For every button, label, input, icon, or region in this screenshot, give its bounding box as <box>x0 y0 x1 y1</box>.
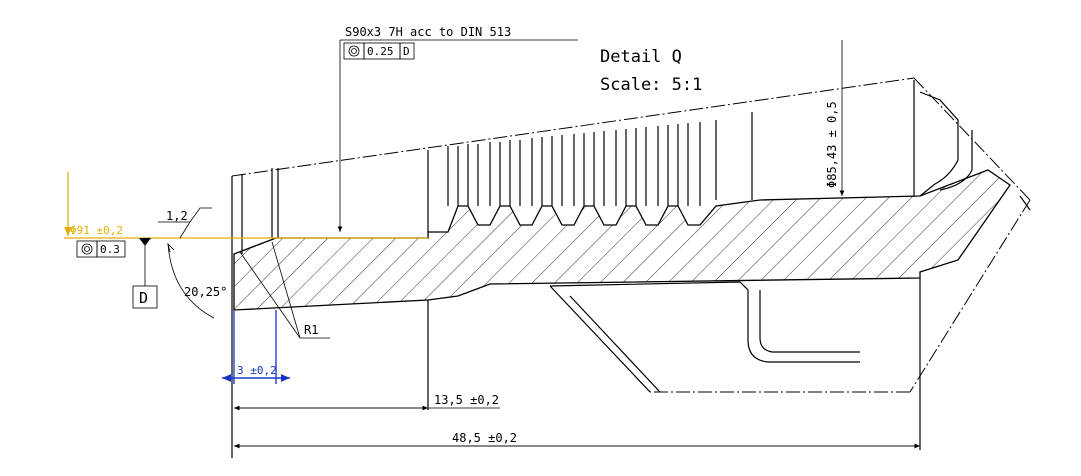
datum-triangle-icon <box>139 238 151 246</box>
mid-dimension: 13,5 ±0,2 <box>234 393 500 411</box>
surface-symbol: 1,2 <box>158 207 212 239</box>
left-diameter-dimension: Φ91 ±0,2 0.3 <box>64 172 428 258</box>
angle-dimension: 20,25° <box>167 242 227 319</box>
angle-label: 20,25° <box>184 285 227 299</box>
concentricity-icon <box>348 45 360 57</box>
radius-callout: R1 <box>239 241 330 339</box>
thread-callout: S90x3 7H acc to DIN 513 0.25 D <box>337 25 578 232</box>
hatched-section <box>233 169 1011 311</box>
total-dimension: 48,5 ±0,2 <box>234 431 920 449</box>
datum-d: D <box>132 238 158 309</box>
concentricity-icon <box>81 243 93 255</box>
surface-value: 1,2 <box>166 209 188 223</box>
datum-label: D <box>139 289 148 307</box>
thread-datum: D <box>403 45 410 58</box>
inner-bore <box>549 281 860 393</box>
left-end <box>231 168 921 458</box>
thread-tolerance: 0.25 <box>367 45 394 58</box>
mid-dimension-label: 13,5 ±0,2 <box>434 393 499 407</box>
thread-teeth <box>427 80 915 232</box>
total-dimension-label: 48,5 ±0,2 <box>452 431 517 445</box>
detail-scale: Scale: 5:1 <box>600 75 702 95</box>
right-contour <box>919 91 1031 211</box>
radius-label: R1 <box>304 323 318 337</box>
outer-diameter-label: Φ85,43 ± 0,5 <box>825 101 839 188</box>
left-tolerance: 0.3 <box>100 243 120 256</box>
detail-title: Detail Q <box>600 47 682 67</box>
small-dimension: 3 ±0,2 <box>222 310 290 384</box>
thread-spec: S90x3 7H acc to DIN 513 <box>345 25 511 39</box>
small-dimension-label: 3 ±0,2 <box>237 364 277 377</box>
left-diameter-label: Φ91 ±0,2 <box>70 224 123 237</box>
outer-diameter-dimension: Φ85,43 ± 0,5 <box>825 40 845 196</box>
